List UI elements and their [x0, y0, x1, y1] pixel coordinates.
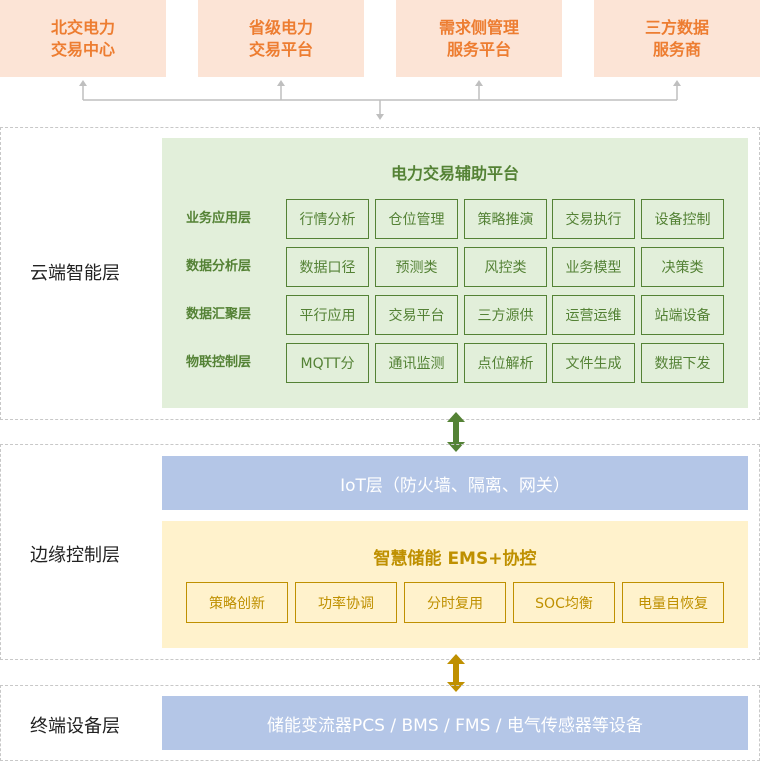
terminal-layer-label: 终端设备层: [30, 716, 120, 737]
module-cell: 三方源供: [464, 295, 547, 335]
module-cell: 业务模型: [552, 247, 635, 287]
row-label: 业务应用层: [186, 211, 252, 226]
double-arrow-gold-icon: [447, 654, 465, 692]
module-cell: 数据口径: [286, 247, 369, 287]
connector-arrows: [79, 80, 681, 120]
row-label: 数据分析层: [186, 259, 252, 274]
top-box-third-party: 三方数据 服务商: [594, 0, 760, 77]
cloud-layer-label: 云端智能层: [30, 263, 120, 284]
module-cell: 设备控制: [641, 199, 724, 239]
module-cell: 策略推演: [464, 199, 547, 239]
platform-title: 电力交易辅助平台: [390, 164, 519, 183]
row-label: 物联控制层: [186, 355, 252, 370]
module-cell: 交易执行: [552, 199, 635, 239]
ems-panel: [162, 521, 748, 648]
module-cell: 风控类: [464, 247, 547, 287]
ems-function-cell: SOC均衡: [513, 582, 615, 623]
top-box-demand-side: 需求侧管理 服务平台: [396, 0, 562, 77]
module-cell: 交易平台: [375, 295, 458, 335]
iot-layer-bar: IoT层（防火墙、隔离、网关）: [162, 456, 748, 510]
module-cell: 文件生成: [552, 343, 635, 383]
edge-layer-label: 边缘控制层: [30, 545, 120, 566]
double-arrow-green-icon: [447, 412, 465, 452]
module-cell: 运营运维: [552, 295, 635, 335]
top-box-beijing-exchange: 北交电力 交易中心: [0, 0, 166, 77]
ems-function-cell: 策略创新: [186, 582, 288, 623]
module-cell: 仓位管理: [375, 199, 458, 239]
module-cell: 站端设备: [641, 295, 724, 335]
ems-function-cell: 分时复用: [404, 582, 506, 623]
ems-title: 智慧储能 EMS+协控: [373, 549, 537, 569]
terminal-devices-bar: 储能变流器PCS / BMS / FMS / 电气传感器等设备: [162, 696, 748, 750]
row-label: 数据汇聚层: [186, 307, 252, 322]
module-cell: 数据下发: [641, 343, 724, 383]
module-cell: 点位解析: [464, 343, 547, 383]
module-cell: 预测类: [375, 247, 458, 287]
module-cell: 行情分析: [286, 199, 369, 239]
ems-function-cell: 电量自恢复: [622, 582, 724, 623]
module-cell: 决策类: [641, 247, 724, 287]
module-cell: 通讯监测: [375, 343, 458, 383]
ems-function-cell: 功率协调: [295, 582, 397, 623]
module-cell: MQTT分: [286, 343, 369, 383]
top-box-provincial-platform: 省级电力 交易平台: [198, 0, 364, 77]
trading-platform-panel: [162, 138, 748, 408]
module-cell: 平行应用: [286, 295, 369, 335]
